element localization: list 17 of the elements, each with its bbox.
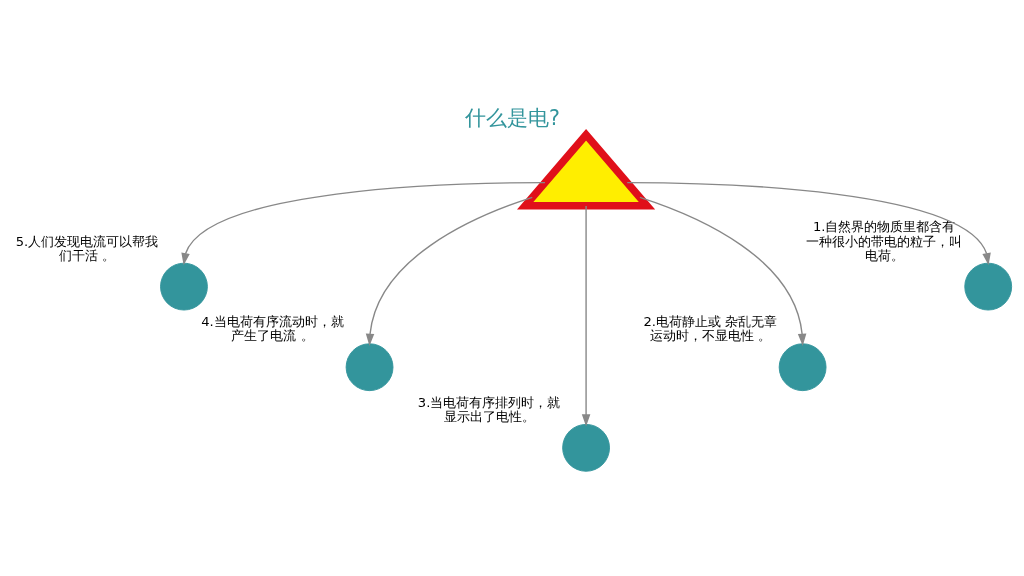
node-label: 5.人们发现电流可以帮我们干活 。: [15, 233, 158, 263]
node-label: 1.自然界的物质里都含有一种很小的带电的粒子，叫电荷。: [805, 219, 962, 263]
node-circle: [778, 343, 826, 392]
node-circle: [561, 423, 610, 472]
arrow: [638, 196, 806, 346]
arrow: [626, 181, 991, 266]
arrow: [581, 205, 590, 427]
diagram-title: 什么是电?: [464, 106, 560, 130]
node-label: 4.当电荷有序流动时，就产生了电流 。: [200, 314, 344, 344]
node-circle: [159, 262, 208, 311]
node-label: 3.当电荷有序排列时，就显示出了电性。: [417, 394, 560, 424]
node-picture: [516, 129, 655, 210]
node-circle: [345, 343, 393, 392]
node-label: 2.电荷静止或 杂乱无章运动时，不显电性 。: [642, 314, 777, 344]
arrow: [365, 196, 533, 346]
node-circle: [963, 262, 1012, 311]
arrow: [180, 181, 546, 266]
